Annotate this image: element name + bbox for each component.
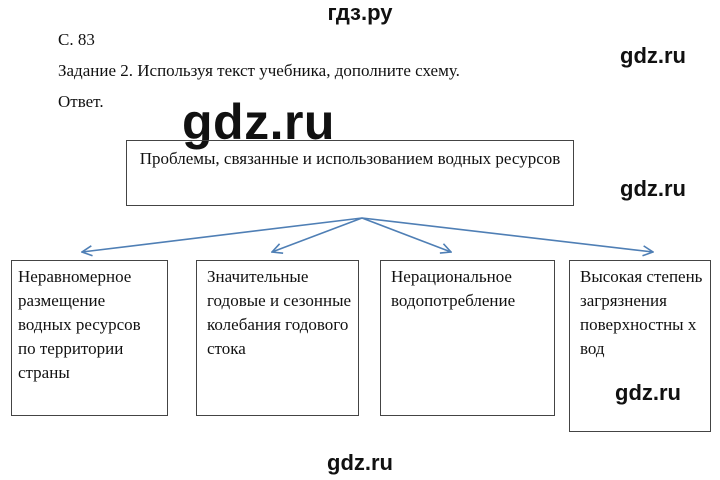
arrow-2	[272, 217, 363, 252]
diagram-child-box-1: Неравномерное размещение водных ресурсов…	[11, 260, 168, 416]
task-text: Задание 2. Используя текст учебника, доп…	[58, 61, 460, 80]
arrow-4	[361, 217, 653, 252]
watermark-top: гдз.ру	[327, 0, 393, 25]
answer-label: Ответ.	[58, 92, 104, 111]
watermark-right-2: gdz.ru	[620, 176, 686, 201]
watermark-bottom: gdz.ru	[327, 450, 393, 475]
watermark-right-3: gdz.ru	[615, 380, 681, 405]
watermark-right-1: gdz.ru	[620, 43, 686, 68]
diagram-child-box-3: Нерациональное водопотребление	[380, 260, 555, 416]
arrow-3	[361, 217, 451, 252]
diagram-child-box-2: Значительные годовые и сезонные колебани…	[196, 260, 359, 416]
diagram-root-box: Проблемы, связанные и использованием вод…	[126, 140, 574, 206]
diagram-child-box-4: Высокая степень загрязнения поверхностны…	[569, 260, 711, 432]
page-number: С. 83	[58, 30, 95, 49]
arrow-1	[82, 217, 363, 252]
